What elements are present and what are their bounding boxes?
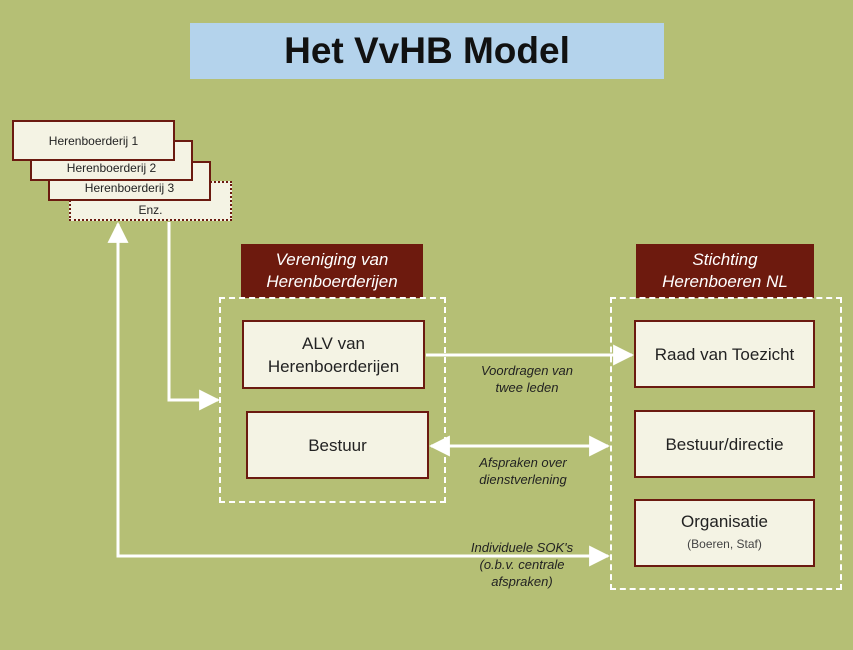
farm-label: Enz.	[138, 203, 163, 217]
note-sok-line1: Individuele SOK's	[470, 540, 574, 555]
arrow-farms-to-vereniging	[167, 222, 221, 411]
organisatie-label: Organisatie	[681, 512, 768, 531]
farm-card-1: Herenboerderij 1	[12, 120, 175, 161]
stichting-header-line1: Stichting	[692, 250, 758, 269]
note-voordragen-line1: Voordragen van	[480, 363, 574, 378]
stichting-header-line2: Herenboeren NL	[662, 272, 788, 291]
note-afspraken: Afspraken over dienstverlening	[458, 454, 588, 488]
organisatie-sub: (Boeren, Staf)	[687, 537, 762, 551]
organisatie-box: Organisatie (Boeren, Staf)	[634, 499, 815, 567]
note-voordragen-line2: twee leden	[495, 380, 559, 395]
note-afspraken-line1: Afspraken over	[479, 455, 567, 470]
stichting-bestuur-box: Bestuur/directie	[634, 410, 815, 478]
note-sok-line2: (o.b.v. centrale	[479, 557, 565, 572]
page-title: Het VvHB Model	[190, 23, 664, 79]
note-voordragen: Voordragen van twee leden	[462, 362, 592, 396]
farm-label: Herenboerderij 1	[48, 134, 139, 148]
stichting-header: Stichting Herenboeren NL	[636, 244, 814, 298]
farm-label: Herenboerderij 2	[66, 161, 157, 175]
stichting-bestuur-label: Bestuur/directie	[665, 434, 784, 454]
farm-label: Herenboerderij 3	[84, 181, 175, 195]
note-sok-line3: afspraken)	[491, 574, 553, 589]
note-sok: Individuele SOK's (o.b.v. centrale afspr…	[452, 539, 592, 590]
note-afspraken-line2: dienstverlening	[479, 472, 567, 487]
raad-label: Raad van Toezicht	[654, 344, 795, 364]
arrow-sok-bidirectional	[107, 221, 611, 567]
raad-box: Raad van Toezicht	[634, 320, 815, 388]
stichting-group	[610, 297, 842, 590]
